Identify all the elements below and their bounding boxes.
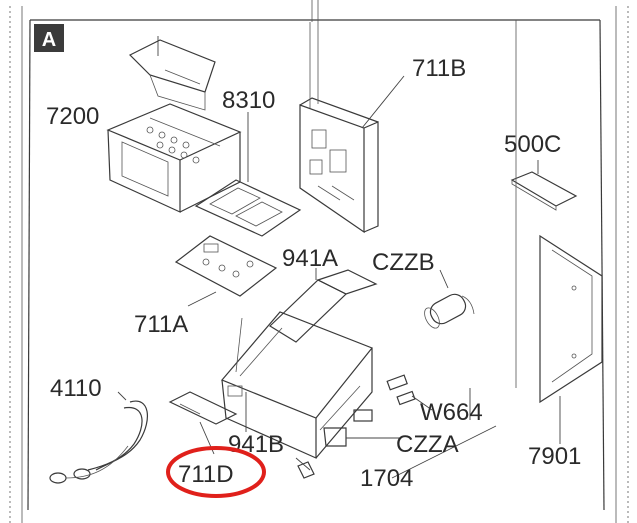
part-711A-pcb bbox=[174, 235, 278, 307]
section-marker-letter: A bbox=[42, 29, 56, 51]
section-marker: A bbox=[34, 24, 64, 52]
label-711B: 711B bbox=[412, 55, 466, 82]
label-W664: W664 bbox=[420, 399, 483, 426]
part-CZZB-capacitor bbox=[424, 269, 475, 329]
label-941A: 941A bbox=[282, 245, 338, 272]
part-connectors bbox=[353, 374, 471, 422]
label-1704: 1704 bbox=[360, 465, 413, 492]
part-7200-housing bbox=[106, 36, 242, 213]
part-4110-harness bbox=[49, 391, 148, 484]
label-7901: 7901 bbox=[528, 443, 581, 470]
part-chassis bbox=[221, 311, 373, 459]
label-500C: 500C bbox=[504, 131, 561, 158]
part-CZZA bbox=[323, 425, 497, 479]
label-CZZB: CZZB bbox=[372, 249, 435, 276]
part-1704-clip bbox=[295, 457, 315, 479]
highlight-ellipse-711D bbox=[166, 446, 266, 498]
part-711B-main-pcb bbox=[299, 22, 405, 234]
label-7200: 7200 bbox=[46, 103, 99, 130]
label-8310: 8310 bbox=[222, 87, 275, 114]
label-CZZA: CZZA bbox=[396, 431, 459, 458]
part-941A-bracket bbox=[269, 268, 378, 343]
part-500C-plate bbox=[510, 160, 578, 211]
label-711A: 711A bbox=[134, 311, 188, 338]
part-8310-display-board bbox=[194, 112, 302, 237]
label-4110: 4110 bbox=[50, 375, 102, 402]
label-711D: 711D bbox=[178, 461, 234, 488]
label-941B: 941B bbox=[228, 431, 284, 458]
part-labels: 7200 8310 711B 500C 941A CZZB 711A 4110 … bbox=[46, 55, 581, 492]
part-7901-side-panel bbox=[539, 234, 603, 444]
